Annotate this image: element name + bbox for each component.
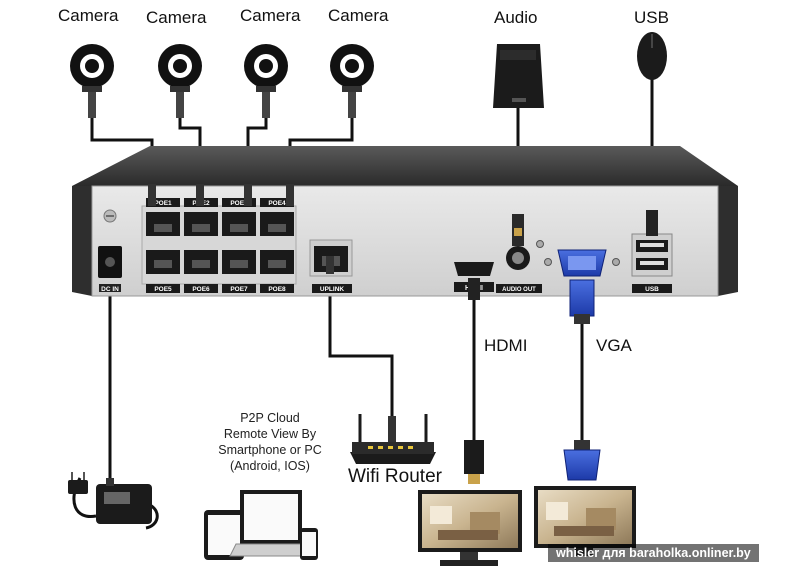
camera-label-4: Camera xyxy=(328,6,389,25)
vga-port xyxy=(544,249,620,324)
dc-in-port xyxy=(98,246,122,292)
poe-label-7: POE7 xyxy=(230,286,248,293)
poe-switch-block: POE1 POE2 POE3 POE4 POE5 POE6 POE7 POE8 xyxy=(141,184,297,293)
usb-port-label: USB xyxy=(645,286,659,293)
camera-label-2: Camera xyxy=(146,8,207,27)
camera-1 xyxy=(70,44,114,118)
poe-label-4: POE4 xyxy=(268,200,286,207)
p2p-cloud-caption: P2P Cloud Remote View By Smartphone or P… xyxy=(200,410,340,474)
camera-label-1: Camera xyxy=(58,6,119,25)
hdmi-label: HDMI xyxy=(484,336,528,355)
vga-label: VGA xyxy=(596,336,632,355)
wifi-router-icon xyxy=(350,414,436,464)
dc-cable-tail xyxy=(145,503,159,530)
wifi-router-label: Wifi Router xyxy=(348,466,442,487)
router-cable xyxy=(328,272,394,418)
cloud-line-4: (Android, IOS) xyxy=(230,459,310,473)
smartphone-icon xyxy=(300,528,318,560)
laptop-icon xyxy=(229,490,313,557)
usb-label: USB xyxy=(634,8,669,27)
vga-monitor-icon xyxy=(534,486,636,556)
audio-label: Audio xyxy=(494,8,538,27)
hdmi-connector xyxy=(464,440,484,484)
poe-label-5: POE5 xyxy=(154,286,172,293)
vga-connector xyxy=(563,440,601,481)
poe-label-3: POE3 xyxy=(230,200,248,207)
usb-port: USB xyxy=(631,210,673,293)
audio-out-label: AUDIO OUT xyxy=(502,287,536,293)
dc-in-label: DC IN xyxy=(101,286,119,293)
cloud-line-2: Remote View By xyxy=(223,427,317,441)
cloud-line-3: Smartphone or PC xyxy=(218,443,322,457)
uplink-port: UPLINK xyxy=(309,239,353,293)
camera-label-3: Camera xyxy=(240,6,301,25)
poe-label-8: POE8 xyxy=(268,286,286,293)
nvr-device: POE1 POE2 POE3 POE4 POE5 POE6 POE7 POE8 … xyxy=(72,146,738,324)
power-adapter-icon xyxy=(68,472,152,524)
poe-label-6: POE6 xyxy=(192,286,210,293)
camera-2 xyxy=(158,44,202,118)
hdmi-port: HDMI xyxy=(454,262,494,300)
ac-plug-icon xyxy=(68,472,88,494)
camera-4 xyxy=(330,44,374,118)
uplink-label: UPLINK xyxy=(320,286,345,293)
cloud-line-1: P2P Cloud xyxy=(240,411,300,425)
speaker-icon xyxy=(493,44,544,108)
watermark: whisler для baraholka.onliner.by xyxy=(548,544,759,562)
ground-screw-icon xyxy=(103,209,117,223)
hdmi-monitor-icon xyxy=(418,490,522,566)
audio-out-port: AUDIO OUT xyxy=(496,214,544,293)
mouse-icon xyxy=(637,32,667,80)
dc-in-label-plate: DC IN xyxy=(101,286,119,293)
camera-3 xyxy=(244,44,288,118)
poe-label-1: POE1 xyxy=(154,200,172,207)
